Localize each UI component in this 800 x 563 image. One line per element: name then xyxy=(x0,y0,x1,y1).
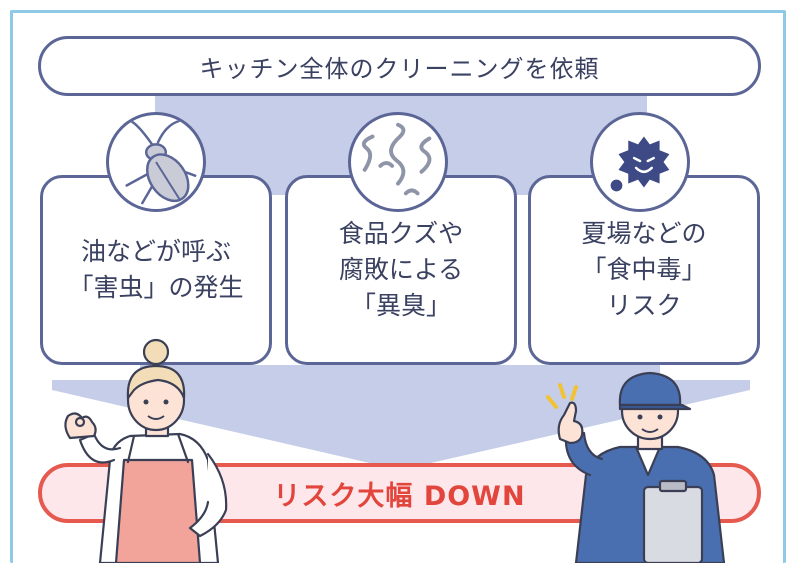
odor-icon xyxy=(348,112,448,212)
worker-illustration xyxy=(546,371,726,563)
germ-icon xyxy=(590,112,690,212)
card-food-line-1: 夏場などの xyxy=(581,219,707,248)
card-food-line-3: リスク xyxy=(606,291,682,320)
result-text: リスク大幅 DOWN xyxy=(273,480,526,512)
card-pests-line-1: 油などが呼ぶ xyxy=(80,237,231,266)
card-pests-line-2: 「害虫」の発生 xyxy=(68,273,244,302)
card-odor-line-2: 腐敗による xyxy=(338,255,464,284)
card-food-line-2: 「食中毒」 xyxy=(581,255,707,284)
title-banner: キッチン全体のクリーニングを依頼 xyxy=(38,36,761,96)
cockroach-icon xyxy=(106,112,206,212)
title-text: キッチン全体のクリーニングを依頼 xyxy=(199,54,600,83)
woman-illustration xyxy=(64,338,228,563)
outer-frame xyxy=(10,10,786,563)
card-odor-line-3: 「異臭」 xyxy=(350,291,451,320)
card-odor-line-1: 食品クズや xyxy=(338,219,464,248)
card-food-poisoning: 夏場などの 「食中毒」 リスク xyxy=(528,175,760,365)
